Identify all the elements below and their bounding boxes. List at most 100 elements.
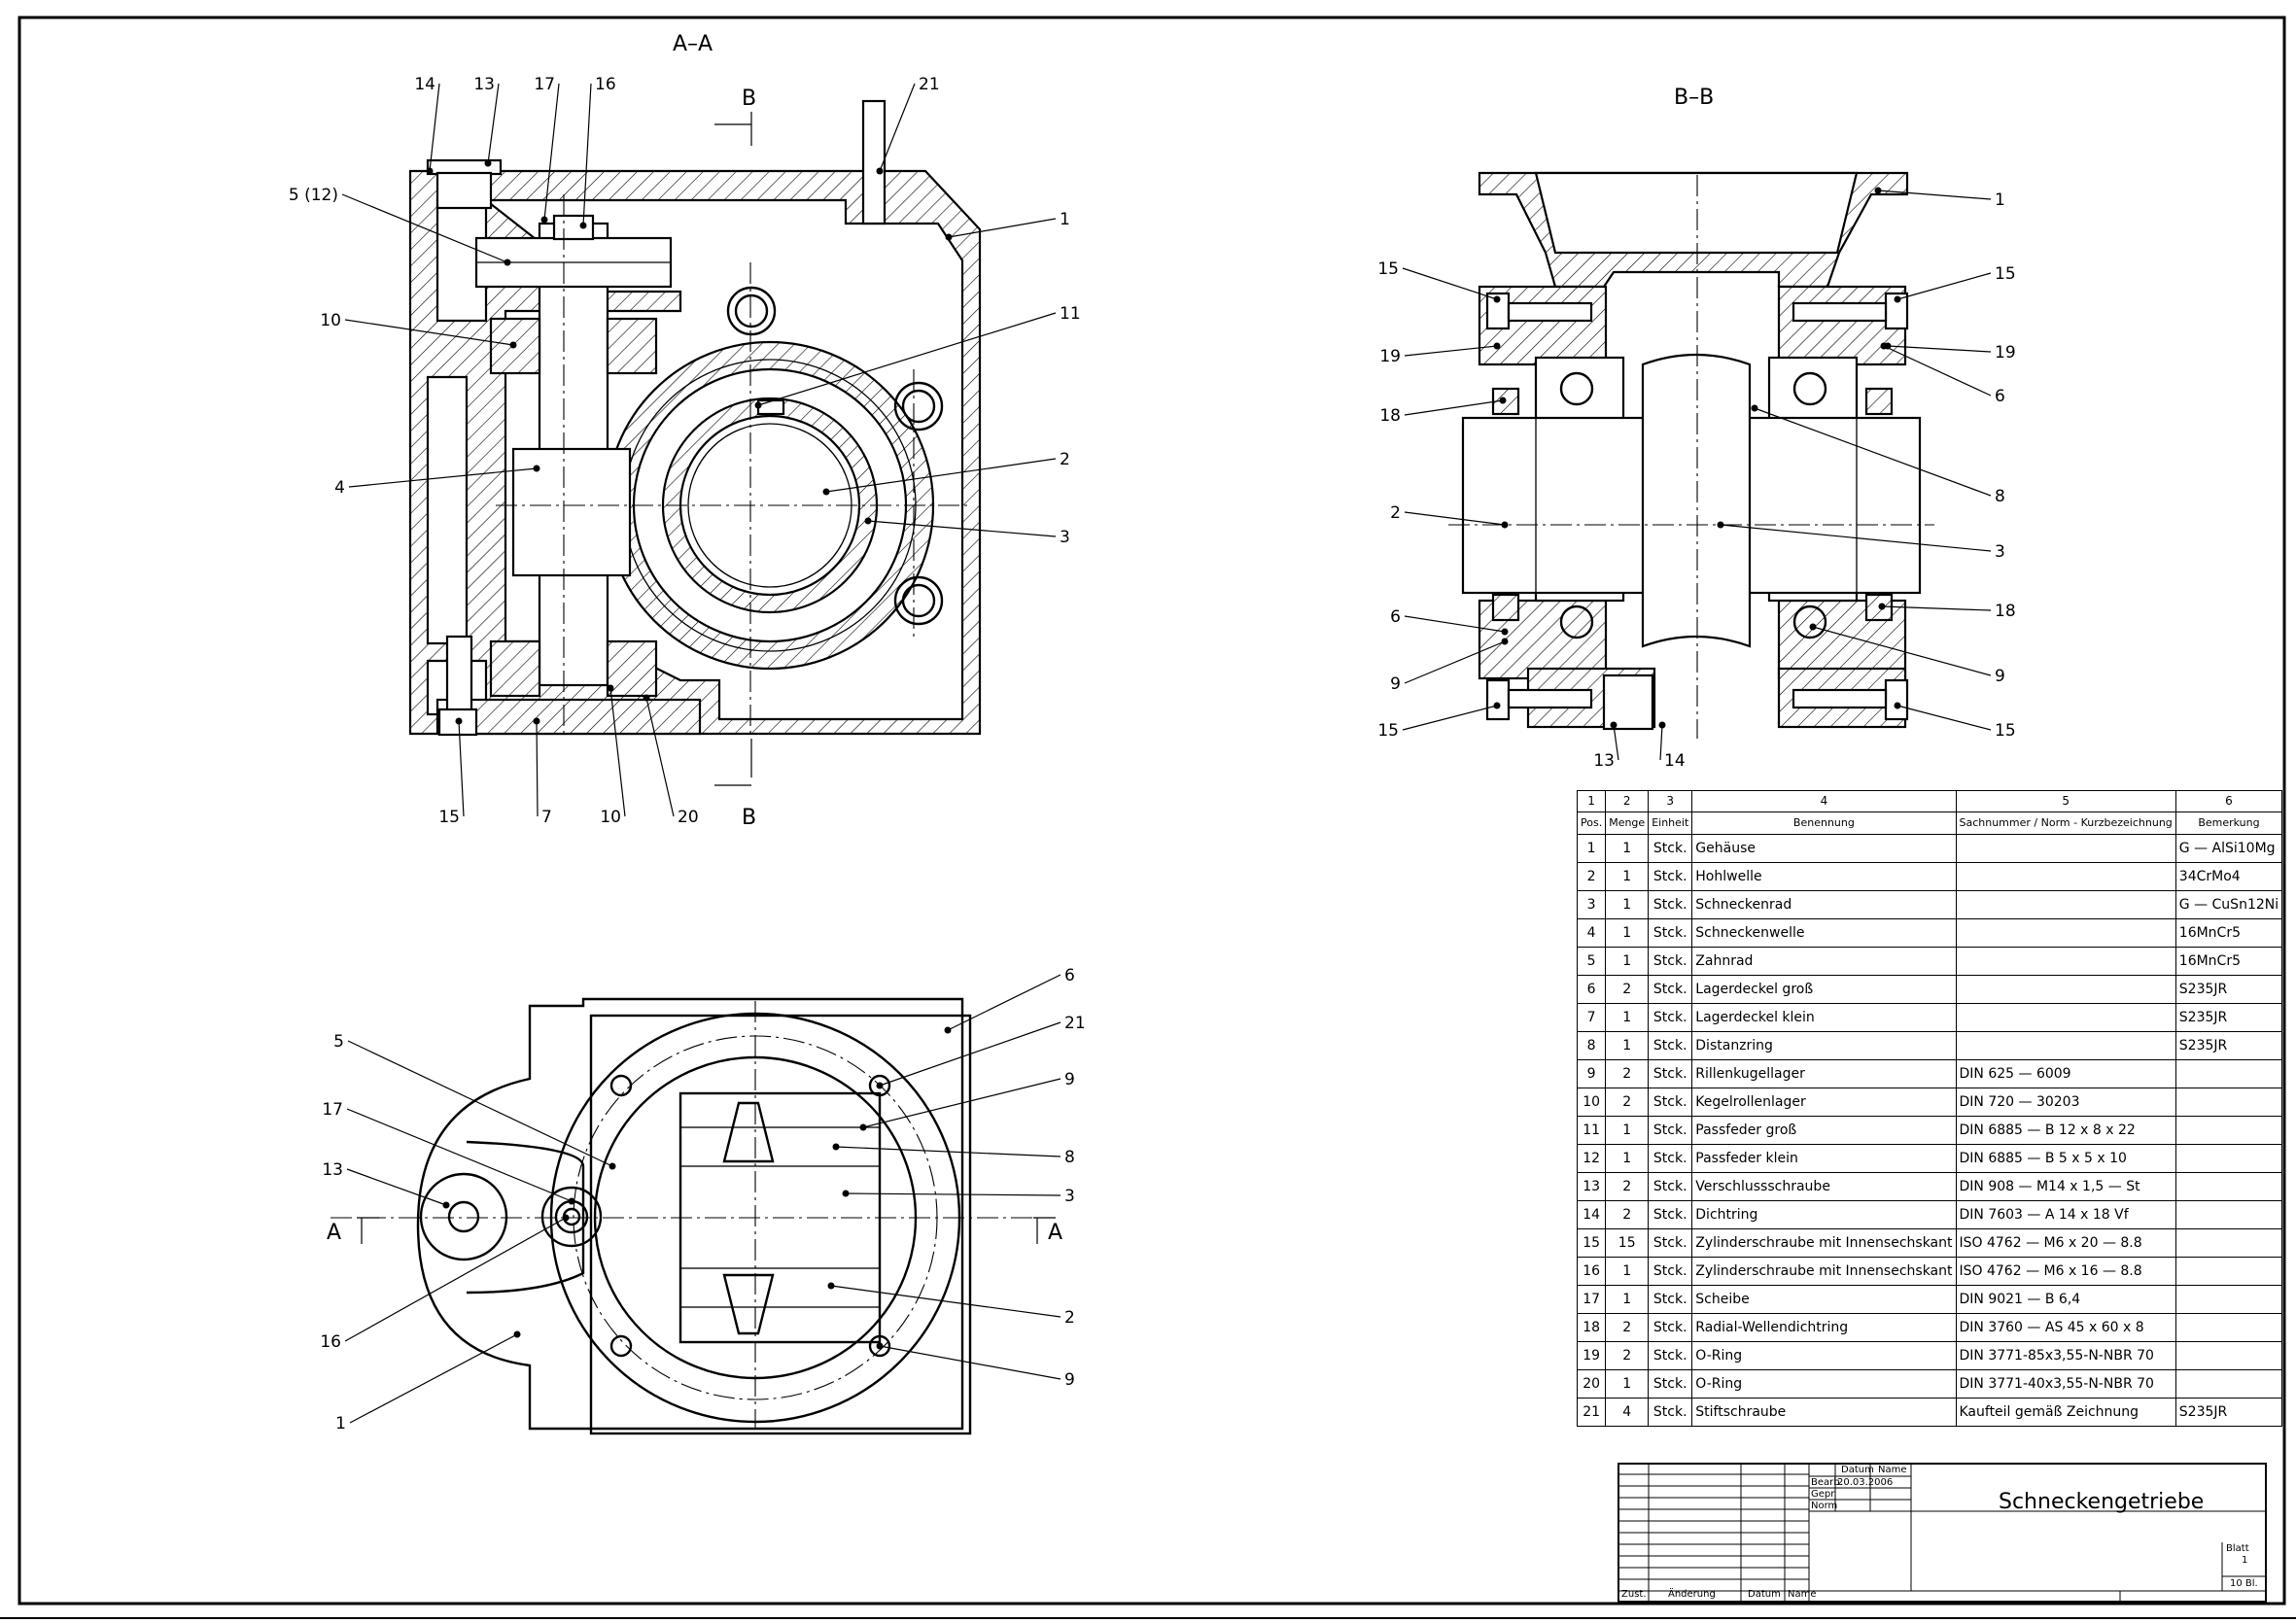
bom-cell: 1 bbox=[1605, 1257, 1650, 1286]
callout-label: 7 bbox=[541, 808, 552, 827]
callout-dot bbox=[609, 1162, 616, 1170]
bom-cell bbox=[1955, 947, 2176, 976]
callout-dot bbox=[504, 259, 511, 266]
bom-cell: Lagerdeckel klein bbox=[1691, 1003, 1957, 1032]
callout-label: 1 bbox=[1995, 190, 2005, 210]
bom-cell: Radial-Wellendichtring bbox=[1691, 1313, 1957, 1342]
callout-leader bbox=[1812, 626, 1992, 676]
bom-cell: 2 bbox=[1605, 1200, 1650, 1229]
callout-label: 3 bbox=[1060, 528, 1070, 547]
bom-cell bbox=[2174, 1369, 2283, 1399]
bom-cell: 13 bbox=[1576, 1172, 1607, 1201]
bom-cell: Scheibe bbox=[1691, 1285, 1957, 1314]
bom-cell: 1 bbox=[1576, 834, 1607, 863]
cut-label-a-right: A bbox=[1048, 1221, 1062, 1245]
bom-cell: 15 bbox=[1576, 1228, 1607, 1258]
callout-leader bbox=[346, 1168, 447, 1206]
bom-cell: Stck. bbox=[1648, 1031, 1693, 1060]
callout-dot bbox=[1880, 342, 1888, 350]
callout-label: 9 bbox=[1995, 667, 2005, 686]
callout-label: 4 bbox=[334, 478, 345, 498]
callout-label: 16 bbox=[595, 75, 616, 94]
norm-label: Norm bbox=[1811, 1501, 1838, 1511]
bom-cell: 21 bbox=[1576, 1398, 1607, 1427]
bom-cell: DIN 6885 — B 5 x 5 x 10 bbox=[1955, 1144, 2176, 1173]
bom-cell: Stck. bbox=[1648, 947, 1693, 976]
bom-cell bbox=[2174, 1228, 2283, 1258]
bom-cell: 1 bbox=[1605, 862, 1650, 891]
bom-col-number: 3 bbox=[1648, 790, 1693, 812]
callout-leader bbox=[1402, 267, 1498, 300]
gepr-label: Gepr. bbox=[1811, 1489, 1837, 1500]
callout-label: 15 bbox=[1377, 259, 1399, 279]
bom-cell: Stck. bbox=[1648, 1257, 1693, 1286]
callout-leader bbox=[1659, 724, 1663, 761]
bom-cell: DIN 3760 — AS 45 x 60 x 8 bbox=[1955, 1313, 2176, 1342]
bom-cell bbox=[2174, 1172, 2283, 1201]
name2-label: Name bbox=[1788, 1589, 1817, 1600]
callout-dot bbox=[754, 401, 762, 409]
callout-leader bbox=[867, 520, 1057, 537]
callout-leader bbox=[429, 83, 440, 172]
callout-leader bbox=[757, 312, 1057, 406]
bom-cell: 2 bbox=[1576, 862, 1607, 891]
callout-dot bbox=[513, 1330, 521, 1338]
callout-dot bbox=[568, 1197, 575, 1205]
bom-cell bbox=[2174, 1285, 2283, 1314]
cut-label-b-bottom: B bbox=[742, 806, 756, 830]
bom-cell: 2 bbox=[1605, 975, 1650, 1004]
bom-header: Menge bbox=[1605, 812, 1650, 835]
bom-cell: Stck. bbox=[1648, 918, 1693, 948]
plan-view: A A bbox=[327, 997, 1062, 1435]
bom-cell: DIN 3771-40x3,55-N-NBR 70 bbox=[1955, 1369, 2176, 1399]
bom-cell: ISO 4762 — M6 x 16 — 8.8 bbox=[1955, 1257, 2176, 1286]
callout-leader bbox=[348, 467, 538, 488]
bom-cell: Stiftschraube bbox=[1691, 1398, 1957, 1427]
callout-label: 6 bbox=[1995, 387, 2005, 406]
bom-cell: Passfeder klein bbox=[1691, 1144, 1957, 1173]
callout-dot bbox=[455, 717, 463, 725]
callout-leader bbox=[543, 83, 560, 221]
bom-cell: Stck. bbox=[1648, 1369, 1693, 1399]
bom-cell bbox=[2174, 1257, 2283, 1286]
sheet-frame bbox=[17, 16, 2286, 1606]
callout-dot bbox=[1658, 721, 1666, 729]
bom-cell: Kegelrollenlager bbox=[1691, 1088, 1957, 1117]
callout-leader bbox=[458, 720, 465, 817]
bom-cell: S235JR bbox=[2174, 1031, 2283, 1060]
callout-leader bbox=[347, 1040, 613, 1167]
bom-cell: 10 bbox=[1576, 1088, 1607, 1117]
bom-cell: Kaufteil gemäß Zeichnung bbox=[1955, 1398, 2176, 1427]
bom-cell: Stck. bbox=[1648, 1116, 1693, 1145]
callout-dot bbox=[540, 216, 548, 224]
bom-cell: Stck. bbox=[1648, 1059, 1693, 1088]
bom-cell: Schneckenrad bbox=[1691, 890, 1957, 919]
bom-cell: 2 bbox=[1605, 1341, 1650, 1370]
bom-cell: Stck. bbox=[1648, 1003, 1693, 1032]
bom-cell: Zylinderschraube mit Innensechskant bbox=[1691, 1257, 1957, 1286]
callout-label: 2 bbox=[1060, 450, 1070, 469]
callout-label: 15 bbox=[1377, 721, 1399, 741]
bom-cell: 16MnCr5 bbox=[2174, 947, 2283, 976]
datum2-label: Datum bbox=[1748, 1589, 1781, 1600]
bom-cell: 8 bbox=[1576, 1031, 1607, 1060]
callout-dot bbox=[876, 1342, 884, 1350]
bom-cell: 7 bbox=[1576, 1003, 1607, 1032]
bom-cell bbox=[2174, 1313, 2283, 1342]
callout-label: 20 bbox=[678, 808, 699, 827]
callout-leader bbox=[349, 1333, 518, 1424]
callout-leader bbox=[879, 1021, 1061, 1087]
callout-label: 10 bbox=[600, 808, 621, 827]
callout-dot bbox=[1493, 342, 1501, 350]
bom-col-number: 5 bbox=[1955, 790, 2176, 812]
callout-dot bbox=[827, 1282, 835, 1290]
callout-label: 21 bbox=[919, 75, 940, 94]
bom-cell: Zylinderschraube mit Innensechskant bbox=[1691, 1228, 1957, 1258]
